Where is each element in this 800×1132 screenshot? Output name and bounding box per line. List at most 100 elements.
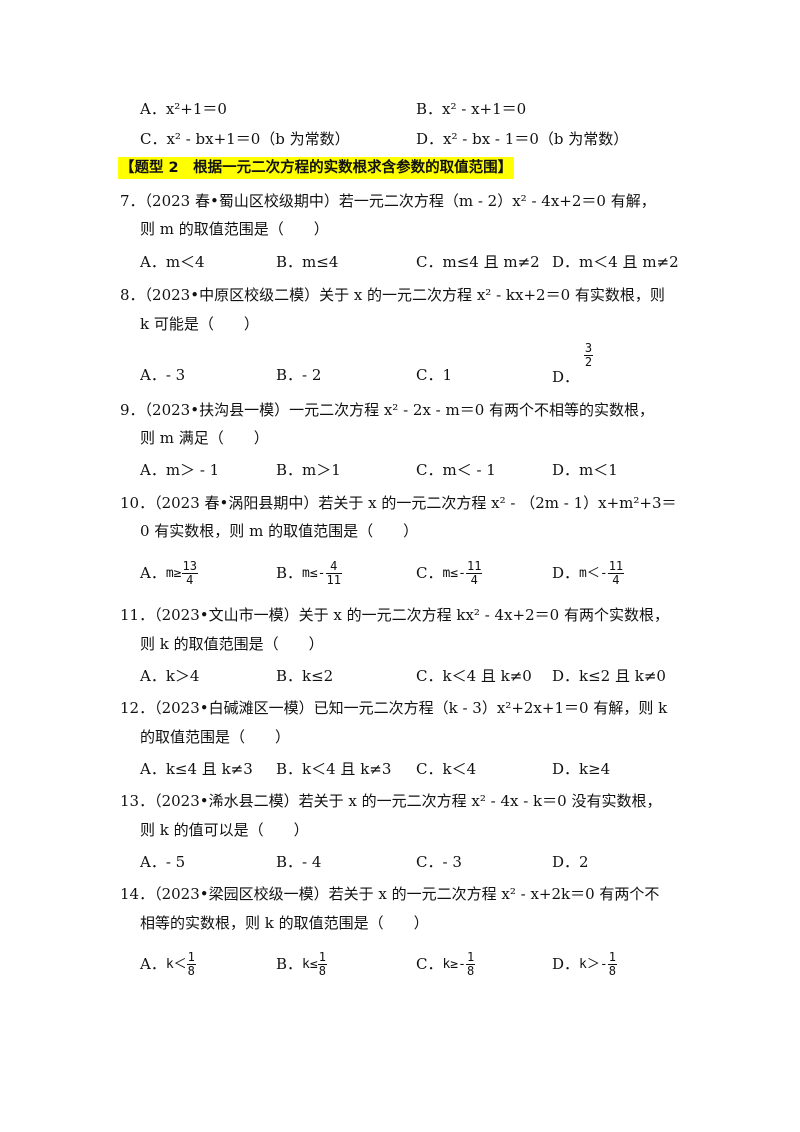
- q10-d-label: D．: [552, 564, 580, 582]
- q14-a-label: A．: [140, 955, 166, 973]
- question-7-line2: 则 m 的取值范围是（ ）: [140, 220, 329, 238]
- question-12-options: A．k≤4 且 k≠3 B．k＜4 且 k≠3 C．k＜4 D．k≥4: [0, 756, 800, 782]
- q9-option-d: D．m＜1: [552, 461, 618, 479]
- question-11-line2: 则 k 的取值范围是（ ）: [140, 635, 324, 653]
- question-9-cont: 则 m 满足（ ）: [0, 425, 800, 451]
- q10-c-label: C．: [416, 564, 443, 582]
- question-7: 7．（2023 春•蜀山区校级期中）若一元二次方程（m - 2）x² - 4x+…: [0, 188, 800, 214]
- q7-option-c: C．m≤4 且 m≠2: [416, 253, 540, 271]
- question-14: 14．（2023•梁园区校级一模）若关于 x 的一元二次方程 x² - x+2k…: [0, 881, 800, 907]
- question-10-line2: 0 有实数根，则 m 的取值范围是（ ）: [140, 522, 419, 540]
- q12-option-b: B．k＜4 且 k≠3: [276, 760, 392, 778]
- question-14-cont: 相等的实数根，则 k 的取值范围是（ ）: [0, 910, 800, 936]
- q12-option-c: C．k＜4: [416, 760, 477, 778]
- q13-option-a: A．- 5: [140, 853, 186, 871]
- q10-d-denominator: 4: [612, 572, 620, 587]
- q14-d-expr: k＞-: [579, 957, 608, 972]
- question-12-cont: 的取值范围是（ ）: [0, 724, 800, 750]
- question-11-cont: 则 k 的取值范围是（ ）: [0, 631, 800, 657]
- q8-option-a: A．- 3: [140, 366, 186, 384]
- q14-b-denominator: 8: [318, 963, 326, 978]
- question-12-line1: 12．（2023•白碱滩区一模）已知一元二次方程（k - 3）x²+2x+1＝0…: [120, 699, 668, 717]
- q10-a-expr: m≥: [165, 566, 182, 581]
- q7-option-a: A．m＜4: [140, 253, 205, 271]
- q14-b-label: B．: [276, 955, 303, 973]
- q13-option-c: C．- 3: [416, 853, 462, 871]
- question-11-line1: 11．（2023•文山市一模）关于 x 的一元二次方程 kx² - 4x+2＝0…: [120, 606, 669, 624]
- question-9-line2: 则 m 满足（ ）: [140, 429, 269, 447]
- q14-a-denominator: 8: [187, 963, 195, 978]
- q10-c-denominator: 4: [470, 572, 478, 587]
- question-13-line1: 13．（2023•浠水县二模）若关于 x 的一元二次方程 x² - 4x - k…: [120, 792, 662, 810]
- question-8-line1: 8．（2023•中原区校级二模）关于 x 的一元二次方程 x² - kx+2＝0…: [120, 286, 665, 304]
- question-8: 8．（2023•中原区校级二模）关于 x 的一元二次方程 x² - kx+2＝0…: [0, 282, 800, 308]
- option-d: D．x² - bx - 1＝0（b 为常数）: [416, 130, 629, 148]
- q10-d-numerator: 11: [607, 558, 625, 574]
- question-10-cont: 0 有实数根，则 m 的取值范围是（ ）: [0, 518, 800, 544]
- section-title: 【题型 2 根据一元二次方程的实数根求含参数的取值范围】: [118, 157, 515, 179]
- q14-c-denominator: 8: [466, 963, 475, 978]
- q10-b-numerator: 4: [325, 559, 342, 574]
- question-9: 9．（2023•扶沟县一模）一元二次方程 x² - 2x - m＝0 有两个不相…: [0, 397, 800, 423]
- q14-d-denominator: 8: [608, 963, 616, 978]
- q9-option-c: C．m＜ - 1: [416, 461, 496, 479]
- question-8-line2: k 可能是（ ）: [140, 315, 259, 333]
- question-11-options: A．k＞4 B．k≤2 C．k＜4 且 k≠0 D．k≤2 且 k≠0: [0, 663, 800, 689]
- question-8-options: A．- 3 B．- 2 C．1 D． 3 2: [0, 342, 800, 388]
- question-12: 12．（2023•白碱滩区一模）已知一元二次方程（k - 3）x²+2x+1＝0…: [0, 695, 800, 721]
- q14-d-numerator: 1: [607, 949, 617, 965]
- question-8-cont: k 可能是（ ）: [0, 311, 800, 337]
- q11-option-a: A．k＞4: [140, 667, 200, 685]
- q11-option-c: C．k＜4 且 k≠0: [416, 667, 532, 685]
- q12-option-a: A．k≤4 且 k≠3: [140, 760, 253, 778]
- q9-option-b: B．m＞1: [276, 461, 341, 479]
- question-14-line2: 相等的实数根，则 k 的取值范围是（ ）: [140, 914, 429, 932]
- q14-c-numerator: 1: [465, 949, 476, 965]
- question-9-options: A．m＞ - 1 B．m＞1 C．m＜ - 1 D．m＜1: [0, 457, 800, 483]
- q14-c-expr: k≥-: [442, 957, 466, 972]
- q11-option-b: B．k≤2: [276, 667, 334, 685]
- q13-option-b: B．- 4: [276, 853, 322, 871]
- q14-c-label: C．: [416, 955, 443, 973]
- question-10: 10．（2023 春•涡阳县期中）若关于 x 的一元二次方程 x² - （2m …: [0, 490, 800, 516]
- q10-b-label: B．: [276, 564, 303, 582]
- question-14-line1: 14．（2023•梁园区校级一模）若关于 x 的一元二次方程 x² - x+2k…: [120, 885, 660, 903]
- q10-c-numerator: 11: [465, 558, 483, 574]
- q14-d-label: D．: [552, 955, 580, 973]
- q14-b-expr: k≤: [302, 957, 318, 972]
- option-c: C．x² - bx+1＝0（b 为常数）: [140, 130, 350, 148]
- q10-b-expr: m≤-: [302, 566, 326, 581]
- q9-option-a: A．m＞ - 1: [140, 461, 220, 479]
- question-13-line2: 则 k 的值可以是（ ）: [140, 821, 309, 839]
- q10-b-denominator: 11: [326, 572, 341, 587]
- q8-d-denominator: 2: [584, 355, 593, 369]
- question-7-cont: 则 m 的取值范围是（ ）: [0, 216, 800, 242]
- q13-option-d: D．2: [552, 853, 589, 871]
- q10-d-expr: m＜-: [579, 566, 608, 581]
- option-b: B．x² - x+1＝0: [416, 100, 527, 118]
- question-7-line1: 7．（2023 春•蜀山区校级期中）若一元二次方程（m - 2）x² - 4x+…: [120, 192, 656, 210]
- q14-a-expr: k＜: [165, 957, 187, 972]
- q7-option-d: D．m＜4 且 m≠2: [552, 253, 679, 271]
- question-13-options: A．- 5 B．- 4 C．- 3 D．2: [0, 849, 800, 875]
- q11-option-d: D．k≤2 且 k≠0: [552, 667, 666, 685]
- q8-d-numerator: 3: [583, 341, 594, 356]
- q14-b-numerator: 1: [317, 949, 327, 965]
- q10-c-expr: m≤-: [442, 566, 466, 581]
- question-13: 13．（2023•浠水县二模）若关于 x 的一元二次方程 x² - 4x - k…: [0, 788, 800, 814]
